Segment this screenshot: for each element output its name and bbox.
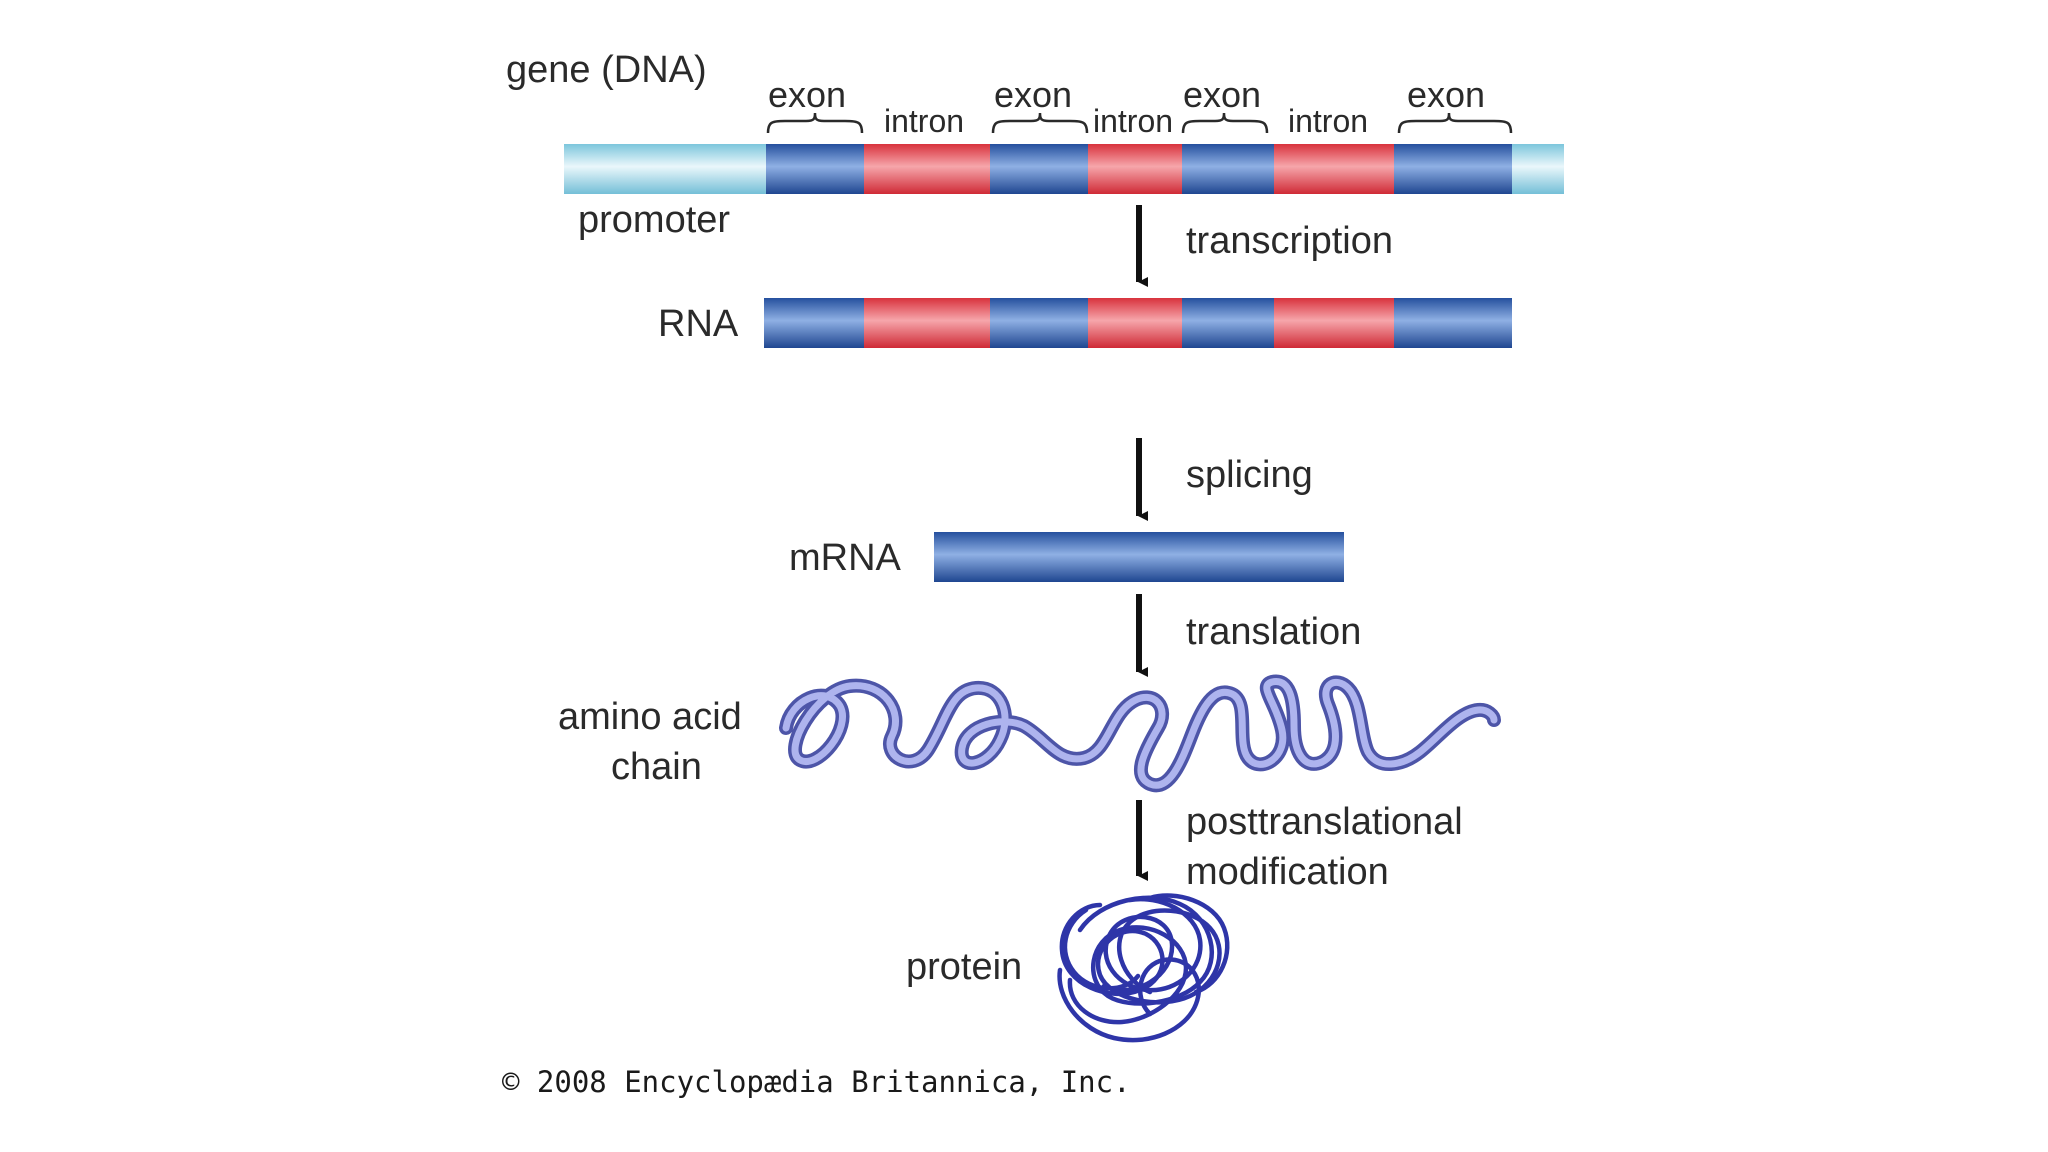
promoter-label: promoter <box>578 199 730 241</box>
rna-exon-segment-2 <box>990 298 1088 348</box>
dna-exon-segment-2 <box>990 144 1088 194</box>
amino-acid-chain <box>779 674 1501 793</box>
ptm-label-line1: posttranslational <box>1186 801 1463 843</box>
mrna-bar <box>934 532 1344 582</box>
ptm-label-line2: modification <box>1186 851 1389 893</box>
rna-exon-segment-4 <box>1394 298 1512 348</box>
rna-label: RNA <box>658 303 739 345</box>
rna-intron-segment-2 <box>1088 298 1182 348</box>
splicing-label: splicing <box>1186 454 1313 496</box>
gene-dna-label: gene (DNA) <box>506 49 707 91</box>
exon-label-1: exon <box>768 74 846 115</box>
exon-label-2: exon <box>994 74 1072 115</box>
dna-terminal-segment <box>1512 144 1564 194</box>
exon-brace-4 <box>1397 112 1513 134</box>
dna-exon-segment-4 <box>1394 144 1512 194</box>
rna-intron-segment-1 <box>864 298 990 348</box>
dna-intron-segment-2 <box>1088 144 1182 194</box>
dna-intron-segment-3 <box>1274 144 1394 194</box>
rna-intron-segment-3 <box>1274 298 1394 348</box>
rna-bar <box>764 298 1512 348</box>
exon-brace-3 <box>1181 112 1269 134</box>
rna-exon-segment-3 <box>1182 298 1274 348</box>
folded-protein <box>1057 893 1230 1043</box>
exon-label-3: exon <box>1183 74 1261 115</box>
dna-exon-segment-1 <box>766 144 864 194</box>
exon-brace-1 <box>766 112 864 134</box>
copyright-credit: © 2008 Encyclopædia Britannica, Inc. <box>502 1065 1131 1099</box>
intron-label-2: intron <box>1093 103 1173 139</box>
transcription-label: transcription <box>1186 220 1393 262</box>
dna-bar <box>564 144 1564 194</box>
amino-acid-chain-label-line1: amino acid <box>558 696 742 738</box>
intron-label-1: intron <box>884 103 964 139</box>
amino-acid-chain-label-line2: chain <box>611 746 702 788</box>
rna-exon-segment-1 <box>764 298 864 348</box>
intron-label-3: intron <box>1288 103 1368 139</box>
dna-exon-segment-3 <box>1182 144 1274 194</box>
exon-braces <box>766 112 1513 134</box>
dna-intron-segment-1 <box>864 144 990 194</box>
exon-label-4: exon <box>1407 74 1485 115</box>
mrna-label: mRNA <box>789 537 902 579</box>
exon-brace-2 <box>991 112 1089 134</box>
translation-label: translation <box>1186 611 1361 653</box>
protein-label: protein <box>906 946 1022 988</box>
dna-promoter-segment <box>564 144 766 194</box>
